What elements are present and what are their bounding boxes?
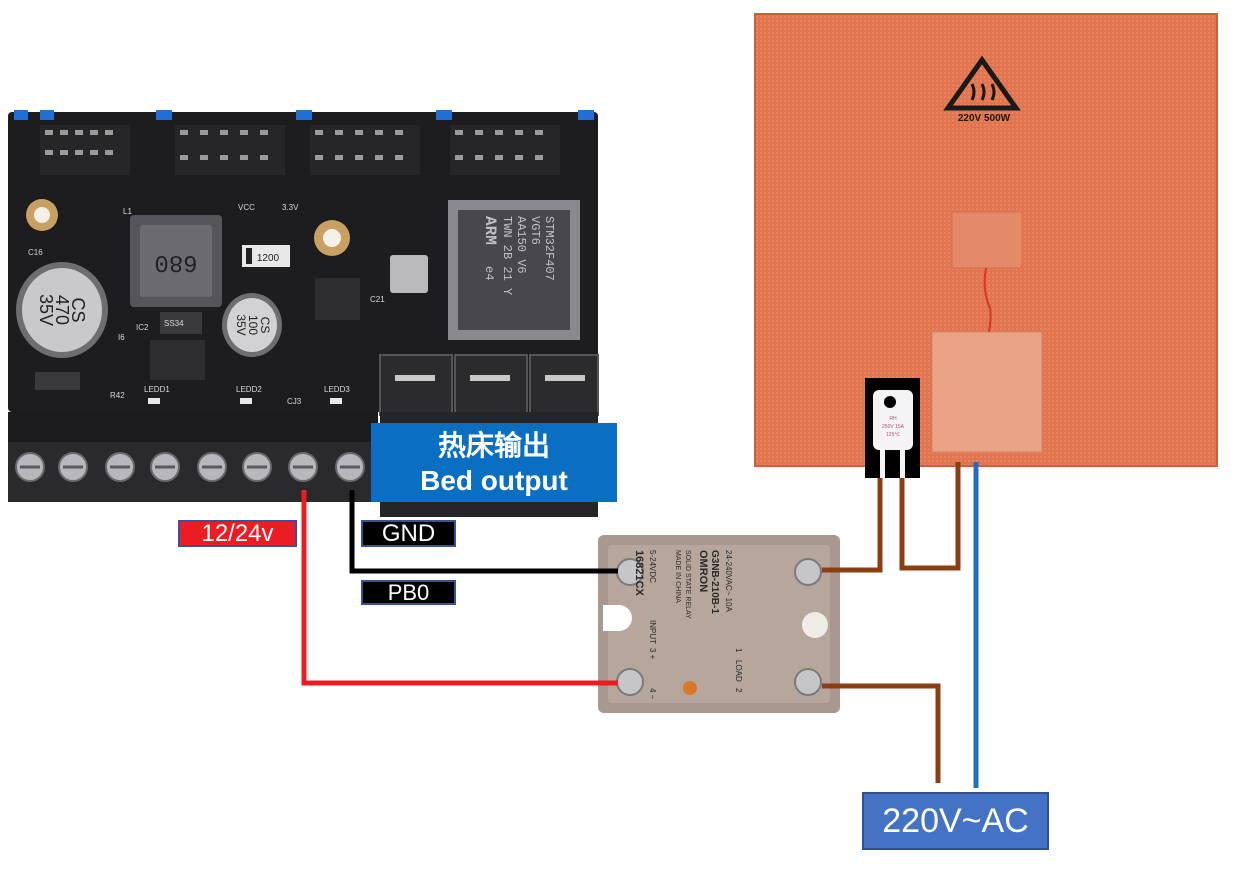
svg-text:5-24VDC: 5-24VDC (648, 550, 657, 583)
bed-output-label: 热床输出 Bed output (371, 423, 617, 502)
pb0-label: PB0 (361, 580, 456, 605)
fan-connectors (379, 354, 599, 416)
svg-text:1: 1 (734, 648, 743, 653)
mcu-chip: STM32F407 VGT6 AA150 V6 TWN 2B 21 Y ARM … (448, 200, 580, 340)
bed-output-label-cn: 热床输出 (437, 429, 550, 461)
svg-text:220V 500W: 220V 500W (958, 113, 1011, 124)
capacitor-small: CS 100 35V (222, 293, 282, 357)
svg-text:C21: C21 (370, 295, 385, 304)
wire-relay-to-ac (822, 683, 941, 783)
relay-screws (616, 558, 822, 696)
wire-fuse-to-relay (822, 478, 883, 573)
svg-text:RH: RH (889, 416, 897, 422)
svg-text:250V 15A: 250V 15A (882, 424, 905, 430)
svg-text:470: 470 (52, 295, 72, 325)
warning-hot-surface-icon: 220V 500W (943, 55, 1021, 124)
svg-text:16821CX: 16821CX (633, 550, 645, 597)
gnd-label: GND (361, 520, 456, 547)
svg-text:e4: e4 (482, 266, 496, 280)
svg-text:100: 100 (246, 315, 260, 335)
heater-bed: 220V 500W (754, 13, 1218, 467)
svg-text:R42: R42 (110, 391, 125, 400)
svg-text:TWN 2B 21 Y: TWN 2B 21 Y (500, 216, 514, 295)
svg-text:1200: 1200 (257, 253, 280, 264)
svg-text:SS34: SS34 (164, 319, 184, 328)
svg-text:LOAD: LOAD (734, 660, 743, 682)
svg-text:SOLID STATE RELAY: SOLID STATE RELAY (684, 550, 691, 619)
stepper-jumpers (14, 110, 594, 120)
svg-text:C16: C16 (28, 248, 43, 257)
driver-components (40, 125, 560, 175)
svg-text:G3NB-210B-1: G3NB-210B-1 (709, 550, 720, 614)
svg-text:3 +: 3 + (648, 648, 657, 660)
svg-text:125℃: 125℃ (886, 432, 900, 438)
svg-text:3.3V: 3.3V (282, 203, 299, 212)
solid-state-relay: OMRON G3NB-210B-1 SOLID STATE RELAY MADE… (598, 535, 840, 713)
svg-text:I6: I6 (118, 333, 125, 342)
wire-pb0-signal (349, 490, 618, 574)
capacitor-large: CS 470 35V (16, 262, 108, 358)
bed-output-label-en: Bed output (420, 464, 568, 496)
svg-text:LEDD3: LEDD3 (324, 385, 350, 394)
svg-text:AA150 V6: AA150 V6 (514, 216, 528, 274)
svg-text:OMRON: OMRON (697, 550, 709, 592)
svg-text:2: 2 (734, 688, 743, 693)
svg-text:24-240VAC~ 10A: 24-240VAC~ 10A (724, 550, 733, 613)
wire-power-positive (301, 490, 618, 686)
wires (301, 462, 979, 788)
silkscreen: C16 L1 IC2 I6 R42 LEDD1 LEDD2 LEDD3 CJ3 … (28, 203, 385, 406)
svg-text:35V: 35V (36, 294, 56, 326)
svg-text:35V: 35V (234, 314, 248, 335)
svg-text:IC2: IC2 (136, 323, 149, 332)
svg-text:CS: CS (68, 297, 88, 322)
power-input-label: 12/24v (178, 520, 297, 547)
svg-text:680: 680 (154, 248, 197, 275)
inductor: 680 (130, 215, 222, 307)
svg-text:L1: L1 (123, 207, 132, 216)
wire-fuse-to-heater (899, 462, 961, 571)
svg-text:LEDD2: LEDD2 (236, 385, 262, 394)
controller-board: 680 CS 470 35V CS 100 35V 1200 (8, 110, 599, 517)
svg-text:CJ3: CJ3 (287, 397, 302, 406)
svg-text:VCC: VCC (238, 203, 255, 212)
svg-text:4 −: 4 − (648, 688, 657, 700)
svg-text:MADE IN CHINA: MADE IN CHINA (674, 550, 681, 603)
svg-text:INPUT: INPUT (648, 620, 657, 644)
svg-text:LEDD1: LEDD1 (144, 385, 170, 394)
svg-text:STM32F407: STM32F407 (542, 216, 556, 281)
svg-text:ARM: ARM (481, 216, 499, 245)
svg-text:CS: CS (258, 317, 272, 334)
thermal-fuse: RH 250V 15A 125℃ (865, 378, 920, 478)
svg-text:VGT6: VGT6 (528, 216, 542, 245)
ac-supply-label: 220V~AC (862, 792, 1049, 850)
resistor-block: 1200 (242, 245, 290, 267)
